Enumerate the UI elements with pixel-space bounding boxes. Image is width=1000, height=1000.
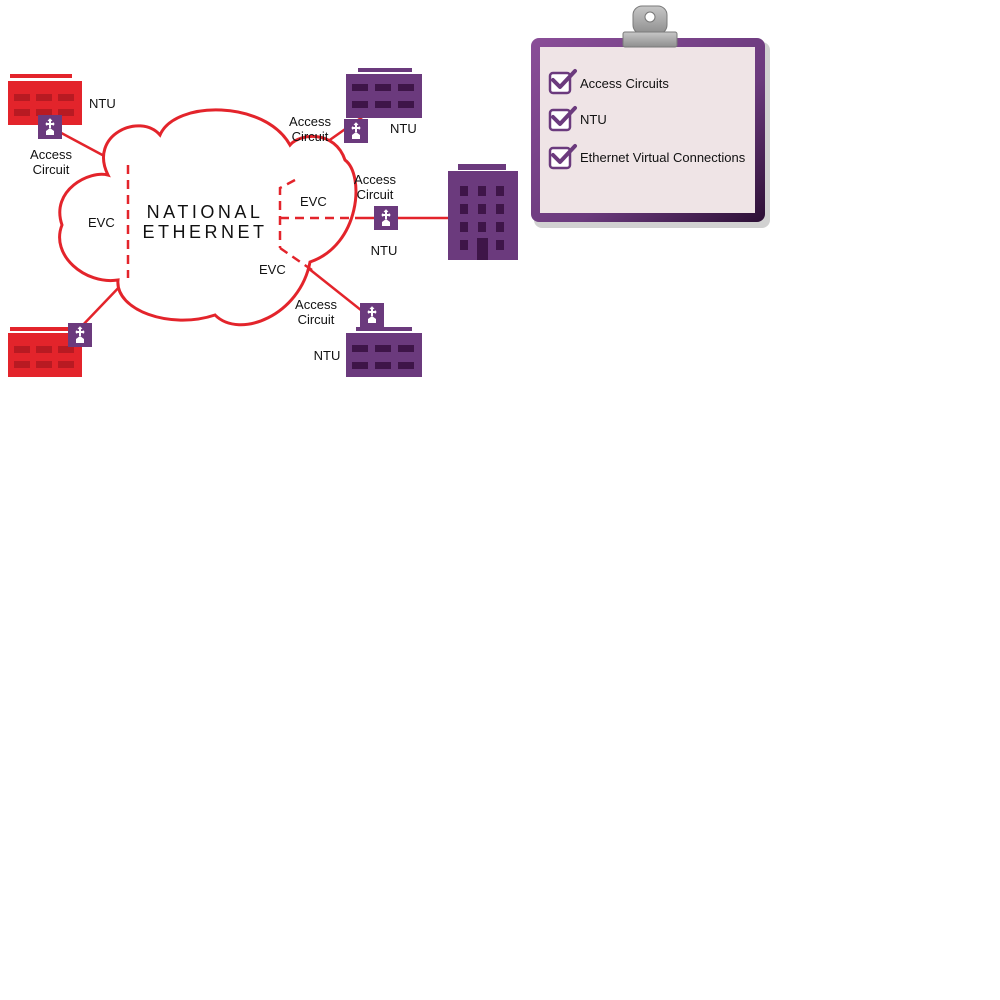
purple-building-bottom-right bbox=[346, 327, 422, 377]
evc-label-left: EVC bbox=[88, 215, 115, 230]
ntu-device-bottom-right bbox=[360, 303, 384, 327]
ntu-label-top-right: NTU bbox=[390, 121, 417, 136]
access-circuit-label-bottom-right-l1: Access bbox=[295, 297, 337, 312]
ntu-device-bottom-left bbox=[68, 323, 92, 347]
cloud-title-line1: NATIONAL bbox=[147, 202, 264, 222]
purple-building-top-right bbox=[346, 68, 422, 118]
access-circuit-label-top-left-l1: Access bbox=[30, 147, 72, 162]
svg-text:Access Circuits: Access Circuits bbox=[580, 76, 669, 91]
checkmark-icon bbox=[551, 69, 577, 89]
svg-text:NTU: NTU bbox=[580, 112, 607, 127]
ntu-label-top-left: NTU bbox=[89, 96, 116, 111]
evc-line-top-right bbox=[278, 178, 296, 248]
checkmark-icon bbox=[551, 144, 577, 164]
checklist-clipboard: Access Circuits NTU Ethernet Virtual Con… bbox=[531, 5, 770, 228]
access-circuit-label-top-left-l2: Circuit bbox=[33, 162, 70, 177]
access-circuit-label-right-l1: Access bbox=[354, 172, 396, 187]
svg-text:Ethernet Virtual Connections: Ethernet Virtual Connections bbox=[580, 150, 746, 165]
access-circuit-label-bottom-right-l2: Circuit bbox=[298, 312, 335, 327]
checklist-item-access-circuits: Access Circuits bbox=[548, 69, 669, 95]
access-circuit-line-bottom-left bbox=[79, 281, 125, 329]
checklist-item-ethernet-virtual-connections: Ethernet Virtual Connections bbox=[548, 144, 746, 170]
evc-line-bottom-right bbox=[279, 246, 313, 272]
ntu-label-right: NTU bbox=[371, 243, 398, 258]
ntu-device-top-left bbox=[38, 115, 62, 139]
checkbox-icon bbox=[548, 108, 572, 132]
evc-label-bottom-right: EVC bbox=[259, 262, 286, 277]
access-circuit-label-top-right-l1: Access bbox=[289, 114, 331, 129]
checkbox-icon bbox=[548, 71, 572, 95]
checklist-item-ntu: NTU bbox=[548, 106, 607, 132]
checkbox-icon bbox=[548, 146, 572, 170]
ntu-device-right bbox=[374, 206, 398, 230]
access-circuit-label-right-l2: Circuit bbox=[357, 187, 394, 202]
clipboard-clip bbox=[622, 5, 678, 48]
ntu-label-bottom-right: NTU bbox=[314, 348, 341, 363]
cloud-title-line2: ETHERNET bbox=[142, 222, 267, 242]
evc-label-top-right: EVC bbox=[300, 194, 327, 209]
ntu-device-top-right bbox=[344, 119, 368, 143]
purple-tower-building bbox=[448, 164, 518, 260]
access-circuit-label-top-right-l2: Circuit bbox=[292, 129, 329, 144]
red-building-bottom-left bbox=[8, 327, 82, 377]
checkmark-icon bbox=[551, 106, 577, 126]
national-ethernet-cloud bbox=[58, 108, 358, 327]
